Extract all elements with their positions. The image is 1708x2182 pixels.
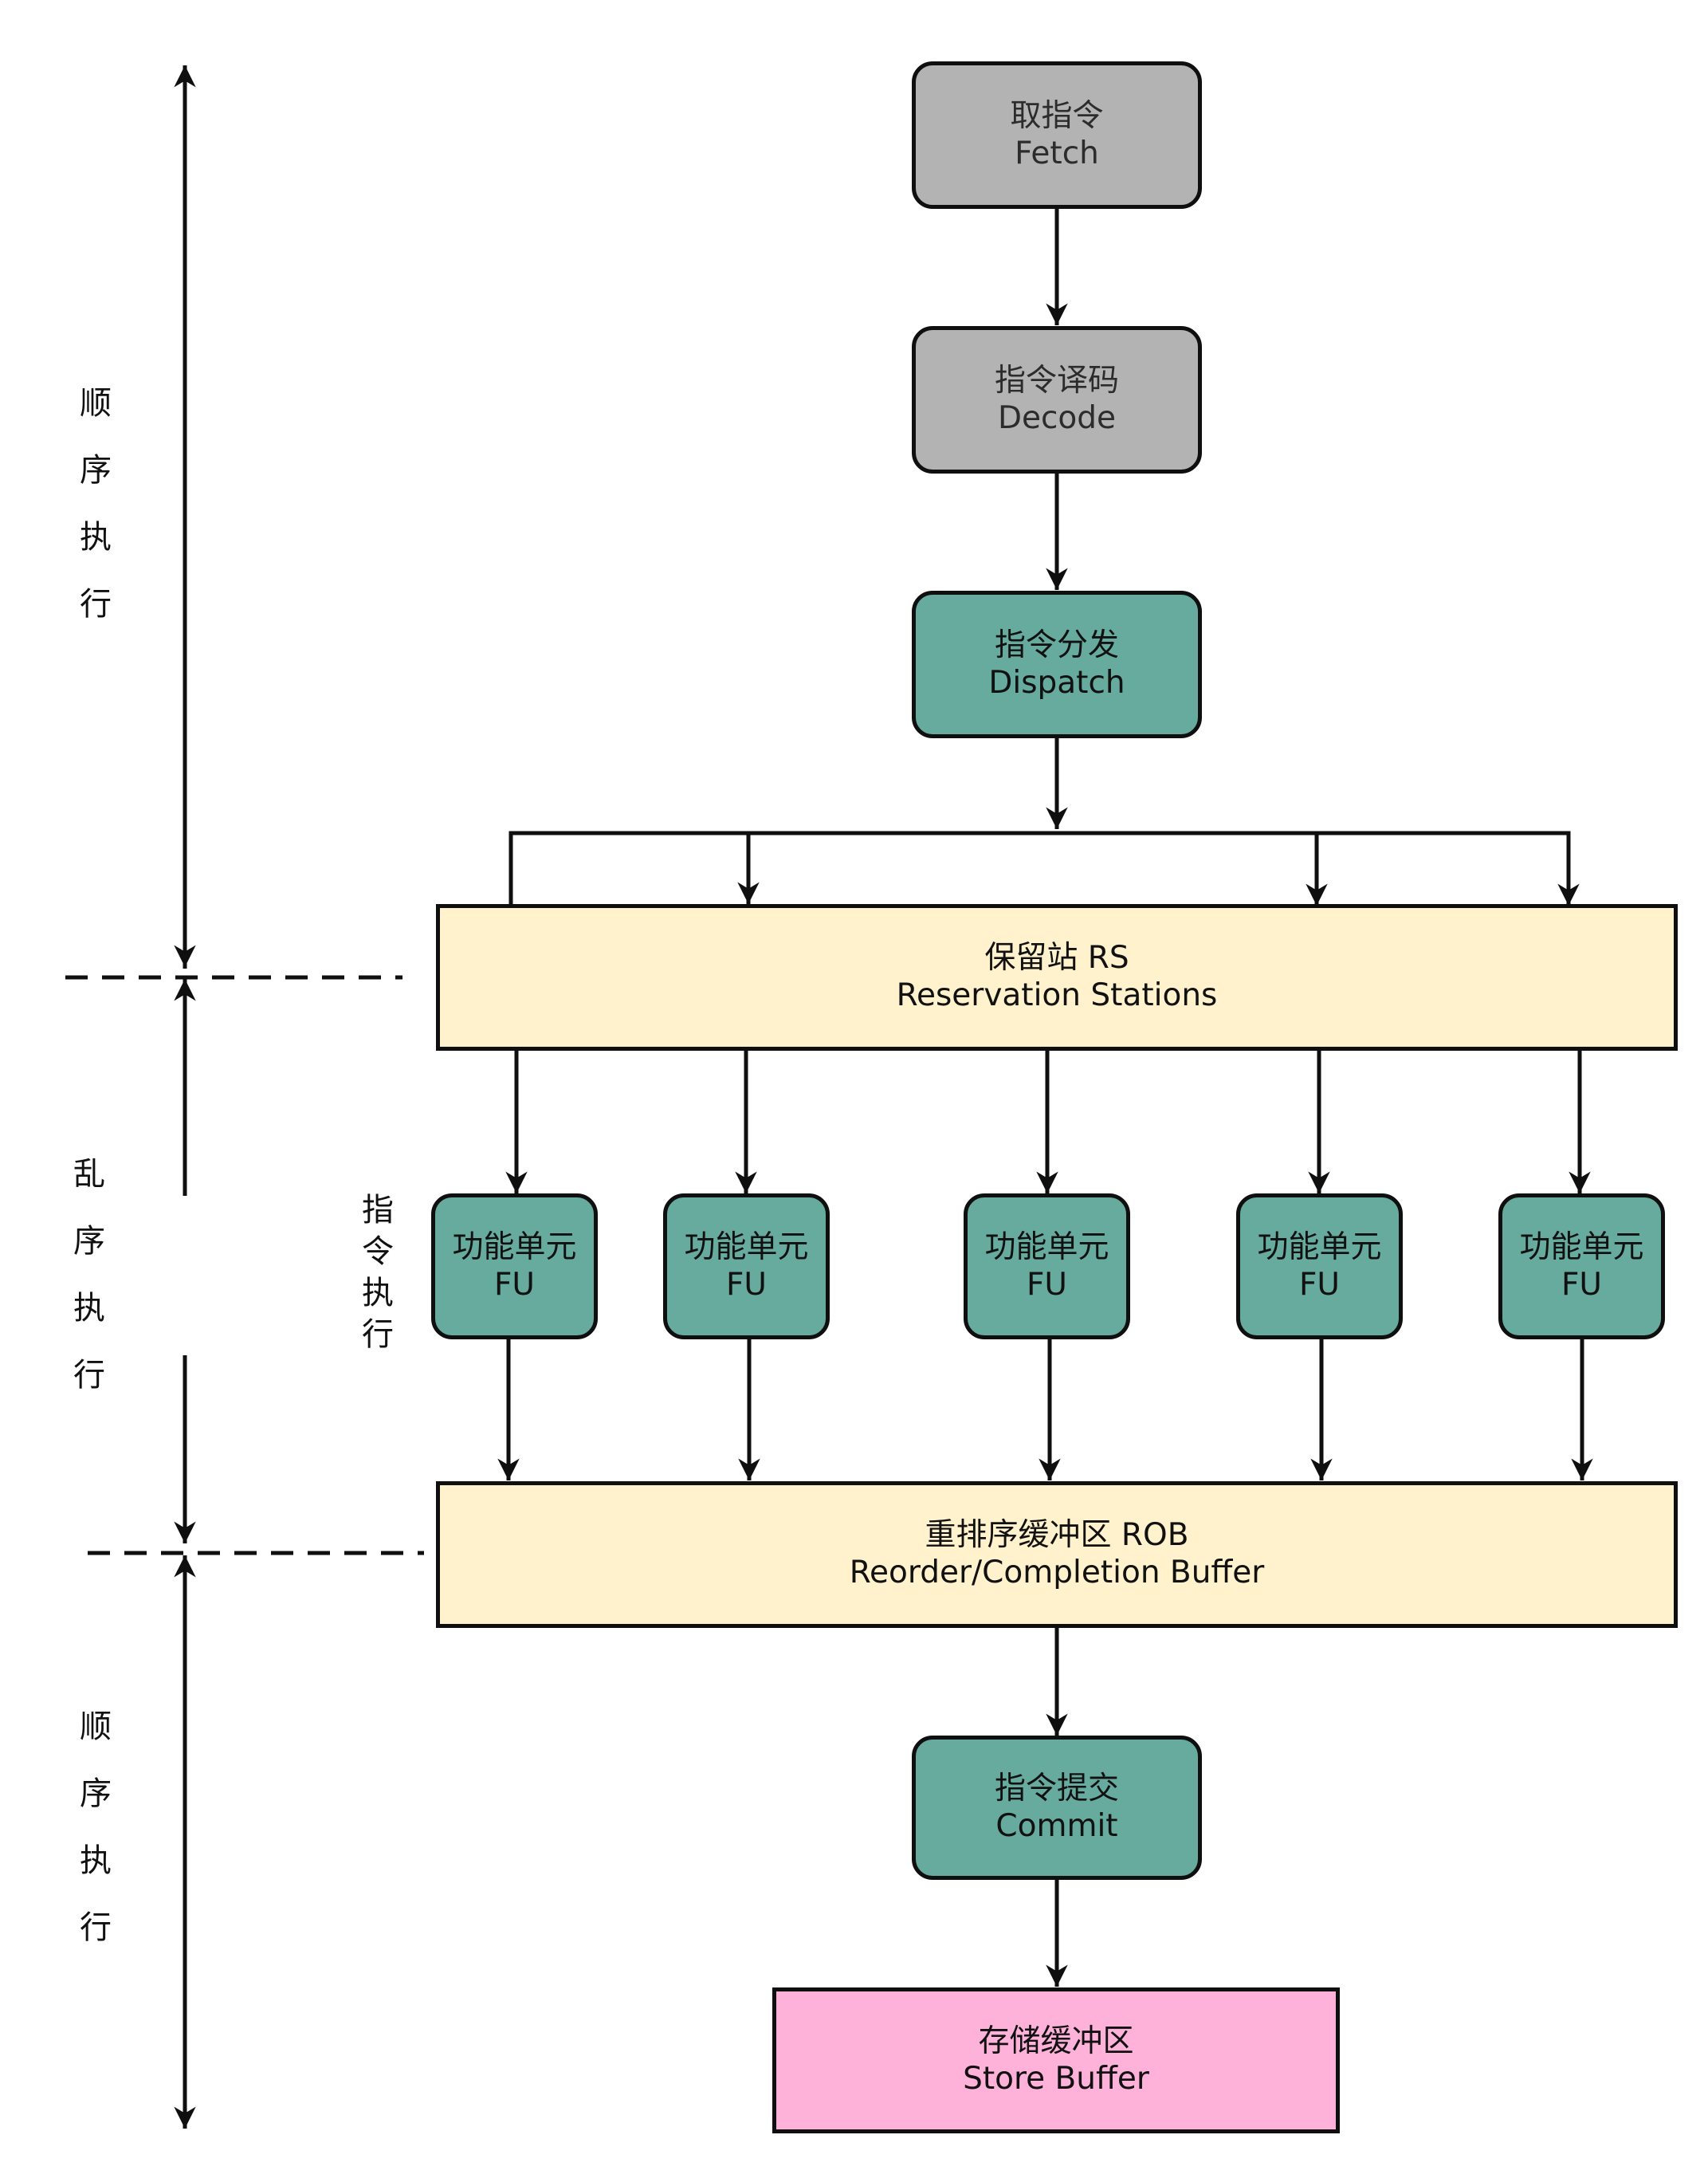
node-label-zh: 存储缓冲区 [978, 2023, 1134, 2059]
node-label-en: FU [1299, 1266, 1340, 1303]
functional-unit-4: 功能单元 FU [1236, 1193, 1403, 1339]
node-label-zh: 功能单元 [1257, 1229, 1382, 1265]
stage-char: 指 [362, 1192, 394, 1229]
commit-node: 指令提交 Commit [912, 1736, 1202, 1880]
stage-char: 顺 [80, 1708, 112, 1745]
fetch-node: 取指令 Fetch [912, 61, 1202, 209]
stage-timeline [65, 65, 424, 2129]
store-buffer-node: 存储缓冲区 Store Buffer [772, 1987, 1340, 2133]
functional-unit-2: 功能单元 FU [663, 1193, 830, 1339]
node-label-en: FU [726, 1266, 767, 1303]
node-label-zh: 功能单元 [1519, 1229, 1644, 1265]
functional-unit-1: 功能单元 FU [431, 1193, 598, 1339]
node-label-zh: 功能单元 [684, 1229, 809, 1265]
reservation-stations-node: 保留站 RS Reservation Stations [436, 904, 1678, 1051]
stage-char: 令 [362, 1233, 394, 1270]
node-label-zh: 重排序缓冲区 ROB [925, 1517, 1189, 1554]
dispatch-distribution-bus [508, 831, 1580, 906]
node-label-zh: 指令提交 [994, 1770, 1119, 1807]
node-label-en: Dispatch [988, 664, 1125, 701]
node-label-en: Fetch [1015, 135, 1099, 171]
stage-char: 行 [80, 586, 112, 623]
stage-char: 执 [362, 1275, 394, 1311]
stage-char: 行 [73, 1357, 105, 1394]
stage-char: 乱 [73, 1156, 105, 1193]
node-label-en: Commit [995, 1807, 1118, 1844]
node-label-zh: 功能单元 [452, 1229, 577, 1265]
stage-char: 序 [80, 1775, 112, 1812]
stage-label-in-order-top: 顺 序 执 行 [72, 370, 120, 638]
dispatch-node: 指令分发 Dispatch [912, 591, 1202, 738]
stage-char: 序 [80, 452, 112, 489]
stage-char: 执 [73, 1290, 105, 1327]
node-label-en: Decode [997, 399, 1117, 436]
node-label-en: FU [1027, 1266, 1067, 1303]
stage-char: 执 [80, 1842, 112, 1879]
stage-char: 行 [80, 1909, 112, 1946]
stage-char: 顺 [80, 385, 112, 422]
node-label-zh: 功能单元 [984, 1229, 1109, 1265]
node-label-en: FU [494, 1266, 535, 1303]
bus-outer [508, 831, 1580, 906]
reorder-buffer-node: 重排序缓冲区 ROB Reorder/Completion Buffer [436, 1481, 1678, 1628]
node-label-en: Reservation Stations [896, 977, 1218, 1013]
node-label-zh: 取指令 [1010, 97, 1104, 134]
node-label-zh: 指令分发 [994, 627, 1119, 663]
stage-label-in-order-bottom: 顺 序 执 行 [72, 1693, 120, 1961]
stage-char: 序 [73, 1223, 105, 1260]
node-label-en: Store Buffer [963, 2060, 1149, 2097]
stage-label-instruction-execute: 指 令 执 行 [354, 1189, 402, 1355]
functional-unit-3: 功能单元 FU [964, 1193, 1130, 1339]
stage-label-out-of-order: 乱 序 执 行 [65, 1141, 113, 1409]
node-label-zh: 指令译码 [994, 362, 1119, 399]
decode-node: 指令译码 Decode [912, 326, 1202, 474]
node-label-en: Reorder/Completion Buffer [849, 1555, 1265, 1590]
node-label-en: FU [1561, 1266, 1602, 1303]
functional-unit-5: 功能单元 FU [1498, 1193, 1665, 1339]
stage-char: 执 [80, 519, 112, 556]
stage-char: 行 [362, 1316, 394, 1353]
node-label-zh: 保留站 RS [984, 940, 1129, 977]
